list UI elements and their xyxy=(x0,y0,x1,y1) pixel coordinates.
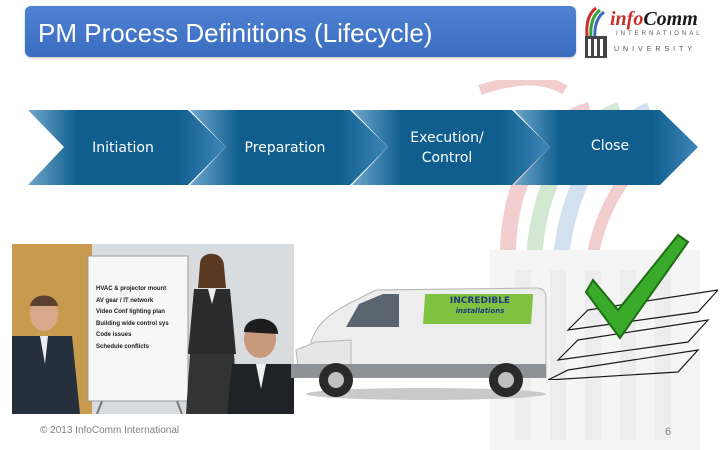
process-step-label-line2: Control xyxy=(382,148,512,168)
van-sign: INCREDIBLE installations xyxy=(430,296,530,316)
footer-copyright: © 2013 InfoComm International xyxy=(40,425,179,436)
process-step-label: Preparation xyxy=(220,138,350,158)
flipchart-line: Schedule conflicts xyxy=(96,342,186,354)
process-step-preparation: Preparation xyxy=(220,138,350,158)
process-step-close: Close xyxy=(545,136,675,156)
logo-emblem-icon xyxy=(582,6,610,60)
logo-wordmark: infoComm xyxy=(610,8,698,31)
process-step-initiation: Initiation xyxy=(58,138,188,158)
checkmark-icon xyxy=(548,230,718,380)
flipchart-line: Video Conf lighting plan xyxy=(96,307,186,319)
process-step-label: Close xyxy=(545,136,675,156)
van-sign-line1: INCREDIBLE xyxy=(430,296,530,306)
logo-international-text: INTERNATIONAL xyxy=(616,31,703,37)
infocomm-university-logo: infoComm INTERNATIONAL UNIVERSITY xyxy=(582,6,716,60)
flipchart-notes: HVAC & projector mount AV gear / IT netw… xyxy=(96,284,186,353)
logo-university-text: UNIVERSITY xyxy=(614,46,696,53)
slide-title: PM Process Definitions (Lifecycle) xyxy=(38,18,432,49)
process-step-label: Initiation xyxy=(58,138,188,158)
logo-comm-text: Comm xyxy=(643,8,697,30)
flipchart-line: AV gear / IT network xyxy=(96,296,186,308)
logo-info-text: info xyxy=(610,8,643,30)
slide-number: 6 xyxy=(665,426,671,438)
process-step-label-line1: Execution/ xyxy=(382,128,512,148)
title-bar: PM Process Definitions (Lifecycle) xyxy=(25,6,576,57)
flipchart-line: Code issues xyxy=(96,330,186,342)
flipchart-line: Building wide control sys xyxy=(96,319,186,331)
van-sign-line2: installations xyxy=(430,306,530,316)
process-step-execution-control: Execution/ Control xyxy=(382,128,512,168)
flipchart-line: HVAC & projector mount xyxy=(96,284,186,296)
